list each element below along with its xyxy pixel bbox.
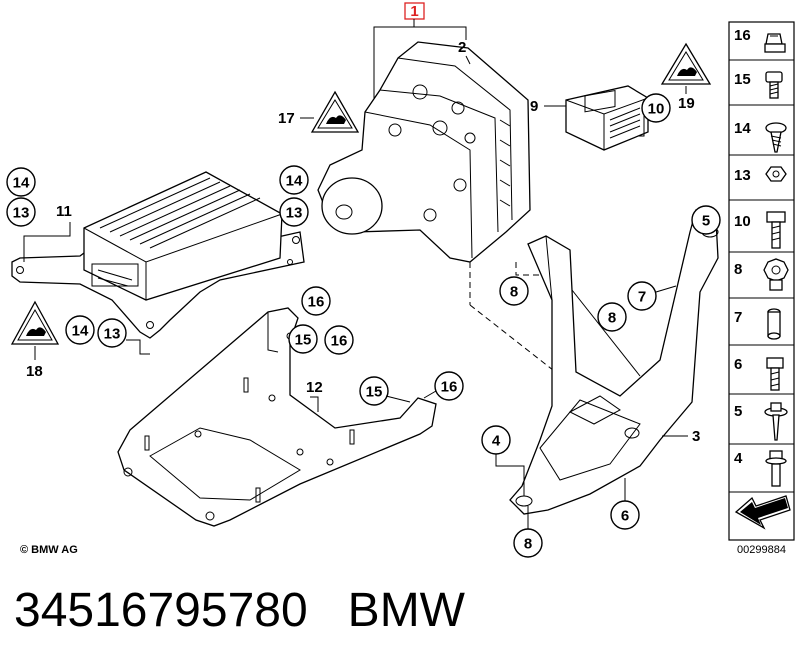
hex-bolt-icon xyxy=(766,211,786,249)
collar-bolt-icon xyxy=(765,71,783,99)
callout-16b: 16 xyxy=(331,333,348,350)
callout-8b: 8 xyxy=(608,310,616,327)
fastener-sidebar: 16 15 14 13 10 8 7 6 5 4 xyxy=(728,21,795,556)
callout-circle-15a xyxy=(288,324,318,354)
sidebar-label-6: 6 xyxy=(734,356,742,373)
callout-3: 3 xyxy=(692,428,700,445)
warning-label-17 xyxy=(310,90,360,133)
callout-19: 19 xyxy=(678,95,695,112)
callout-circle-13a xyxy=(6,197,36,227)
hydraulic-unit xyxy=(317,41,531,263)
callout-6: 6 xyxy=(621,508,629,525)
product-caption: 34516795780 BMW xyxy=(14,583,465,638)
callout-16c: 16 xyxy=(441,379,458,396)
sidebar-label-13: 13 xyxy=(734,167,751,184)
callout-circle-15b xyxy=(359,376,389,406)
callout-circle-16b xyxy=(324,325,354,355)
sidebar-label-7: 7 xyxy=(734,309,742,326)
callout-18: 18 xyxy=(26,363,43,380)
callout-8a: 8 xyxy=(510,284,518,301)
tapping-screw-icon xyxy=(765,122,787,153)
washer-screw-icon xyxy=(765,450,787,487)
callout-13b: 13 xyxy=(286,205,303,222)
mounting-plate xyxy=(117,307,437,527)
parts-diagram: 1 2 17 9 10 xyxy=(6,2,795,558)
sidebar-label-4: 4 xyxy=(734,450,743,467)
callout-17: 17 xyxy=(278,110,295,127)
callout-circle-16c xyxy=(434,371,464,401)
callout-15a: 15 xyxy=(295,332,312,349)
sidebar-label-10: 10 xyxy=(734,213,751,230)
callout-5: 5 xyxy=(702,213,710,230)
sidebar-label-15: 15 xyxy=(734,71,751,88)
sidebar-label-16: 16 xyxy=(734,27,751,44)
sleeve-icon xyxy=(767,308,781,340)
rubber-mount-icon xyxy=(763,258,789,291)
callout-circle-8a xyxy=(499,276,529,306)
callout-circle-7 xyxy=(627,281,657,311)
bracket-assembly xyxy=(509,209,719,515)
hex-nut-icon xyxy=(765,166,787,182)
callout-14a: 14 xyxy=(13,175,30,192)
callout-14b: 14 xyxy=(286,173,303,190)
callout-circle-16a xyxy=(301,286,331,316)
callout-13c: 13 xyxy=(104,326,121,343)
warning-label-18 xyxy=(10,300,60,345)
callout-circle-13c xyxy=(97,318,127,348)
sidebar-label-5: 5 xyxy=(734,403,742,420)
callout-14c: 14 xyxy=(72,323,89,340)
callout-circle-10 xyxy=(641,93,671,123)
callout-10: 10 xyxy=(648,101,665,118)
callout-11: 11 xyxy=(56,203,72,220)
direction-arrow-icon xyxy=(734,495,791,530)
callout-circle-13b xyxy=(279,197,309,227)
copyright-text: © BMW AG xyxy=(20,544,78,556)
callout-circle-5 xyxy=(691,205,721,235)
callout-4: 4 xyxy=(492,433,501,450)
brand-name: BMW xyxy=(347,584,465,637)
control-module xyxy=(565,85,649,151)
callout-9: 9 xyxy=(530,98,538,115)
callout-circle-14c xyxy=(65,315,95,345)
callout-2: 2 xyxy=(458,39,466,56)
callout-13a: 13 xyxy=(13,205,30,222)
callout-16a: 16 xyxy=(308,294,325,311)
hex-bolt-6-icon xyxy=(766,357,784,391)
warning-label-19 xyxy=(660,42,712,85)
callout-circle-14b xyxy=(279,165,309,195)
flange-bolt-icon xyxy=(764,402,788,441)
electronic-control-unit xyxy=(11,171,305,339)
sidebar-code: 00299884 xyxy=(737,544,786,556)
ref-number: 1 xyxy=(410,3,418,20)
sidebar-label-8: 8 xyxy=(734,261,742,278)
callout-15b: 15 xyxy=(366,384,383,401)
cap-nut-icon xyxy=(764,33,786,53)
callout-8c: 8 xyxy=(524,536,532,553)
callout-12: 12 xyxy=(306,379,323,396)
callout-circle-8b xyxy=(597,302,627,332)
callout-7: 7 xyxy=(638,289,646,306)
part-number: 34516795780 xyxy=(14,584,308,637)
sidebar-label-14: 14 xyxy=(734,120,751,137)
callout-circle-14a xyxy=(6,167,36,197)
